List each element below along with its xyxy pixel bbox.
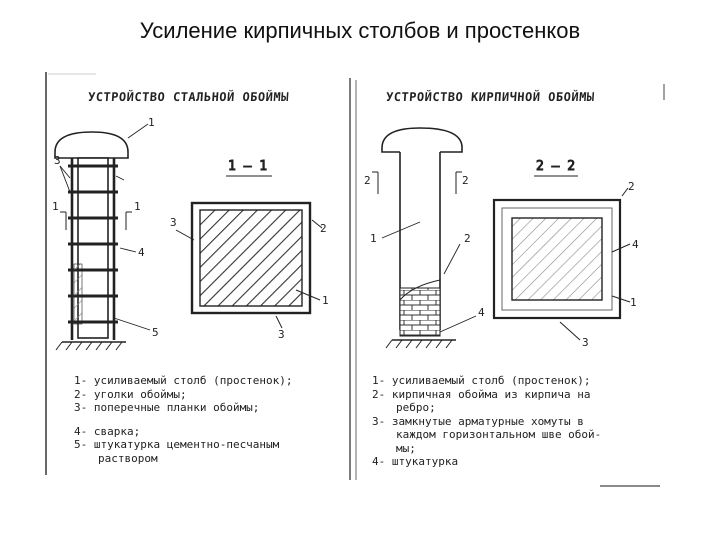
marker-4-right: 4 — [478, 306, 485, 319]
marker-cut-right-2: 2 — [462, 174, 469, 187]
right-legend-item-2-cont: ребро; — [396, 401, 436, 414]
left-legend-item-5-cont: раствором — [98, 451, 158, 465]
right-legend-item-3-cont: каждом горизонтальном шве обой- — [396, 428, 602, 441]
section-1-1-marker-3: 3 — [170, 216, 177, 229]
section-1-1: 1 – 1 — [175, 159, 323, 329]
section-1-1-marker-2: 2 — [320, 222, 327, 235]
right-legend-item-2: 2- кирпичная обойма из кирпича на — [372, 387, 591, 401]
marker-2-right: 2 — [464, 232, 471, 245]
right-legend: 1- усиливаемый столб (простенок); 2- кир… — [372, 374, 601, 469]
section-2-2-markers: 2 4 1 3 — [582, 180, 639, 349]
marker-cut-left: 1 — [52, 200, 59, 213]
section-1-1-markers: 3 2 1 3 — [170, 216, 329, 341]
marker-5: 5 — [152, 326, 159, 339]
left-legend-item-1: 1- усиливаемый столб (простенок); — [74, 374, 293, 387]
right-legend-item-3: 3- замкнутые арматурные хомуты в — [372, 414, 584, 428]
section-1-1-marker-3b: 3 — [278, 328, 285, 341]
section-2-2-marker-1: 1 — [630, 296, 637, 309]
left-elevation-markers: 1 3 1 1 4 5 — [52, 116, 159, 339]
marker-1: 1 — [148, 116, 155, 129]
steel-jacket-column — [54, 123, 151, 351]
marker-1-right: 1 — [370, 232, 377, 245]
left-legend-item-4: 4- сварка; — [74, 424, 141, 438]
marker-cut-right: 1 — [134, 200, 141, 213]
section-2-2-marker-3: 3 — [582, 336, 589, 349]
left-legend-item-2: 2- уголки обоймы; — [74, 387, 187, 401]
marker-3: 3 — [54, 154, 61, 167]
brick-jacket-column — [372, 127, 477, 349]
marker-cut-left-2: 2 — [364, 174, 371, 187]
left-legend: 1- усиливаемый столб (простенок); 2- уго… — [74, 374, 293, 465]
section-1-1-marker-1: 1 — [322, 294, 329, 307]
left-legend-item-3: 3- поперечные планки обоймы; — [74, 401, 260, 414]
slide-title: Усиление кирпичных столбов и простенков — [139, 18, 581, 43]
right-elevation-markers: 2 2 1 2 4 — [364, 174, 485, 319]
right-legend-item-3-cont2: мы; — [396, 441, 416, 455]
section-2-2-title: 2 – 2 — [536, 159, 575, 174]
section-2-2-marker-4: 4 — [632, 238, 639, 251]
right-legend-item-4: 4- штукатурка — [372, 455, 459, 468]
left-legend-item-5: 5- штукатурка цементно-песчаным — [74, 438, 280, 451]
right-legend-item-1: 1- усиливаемый столб (простенок); — [372, 374, 591, 387]
section-2-2: 2 – 2 — [492, 159, 631, 341]
marker-4: 4 — [138, 246, 145, 259]
sheet-borders — [45, 72, 665, 487]
section-1-1-title: 1 – 1 — [228, 159, 267, 174]
section-2-2-marker-2: 2 — [628, 180, 635, 193]
